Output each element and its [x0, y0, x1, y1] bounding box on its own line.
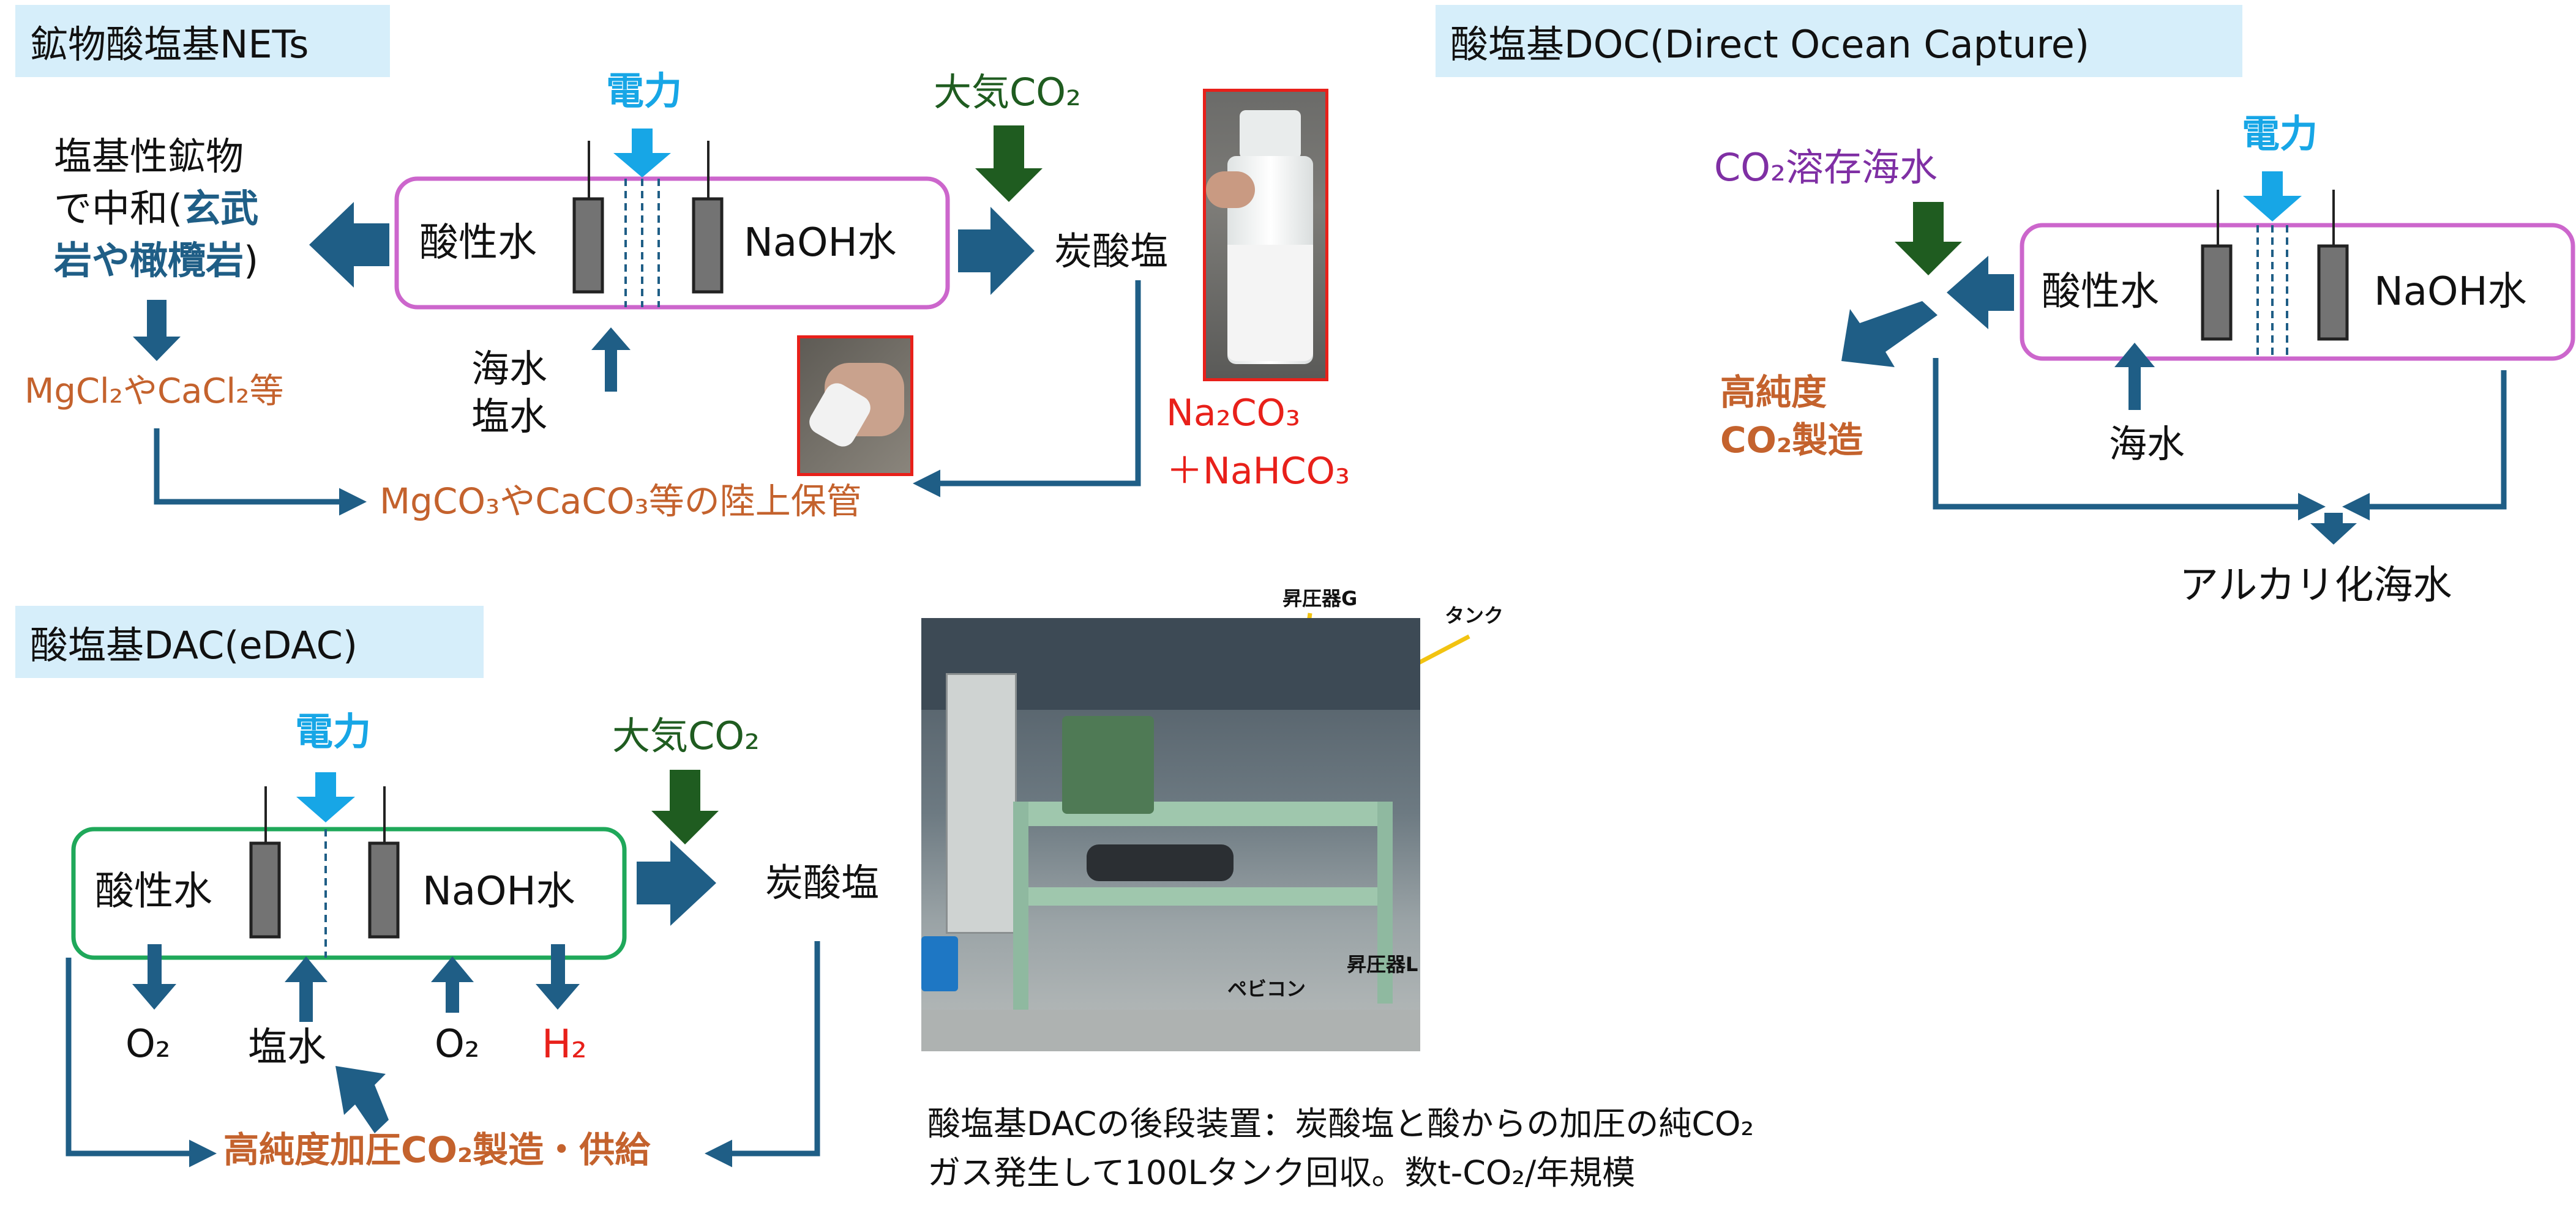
minerals-neutralize-line2b: 玄武 — [182, 186, 259, 231]
edac-o2-right-arrow — [431, 956, 474, 1013]
equipment-photo — [921, 618, 1420, 1051]
minerals-seawater-line1: 海水 — [471, 346, 548, 391]
doc-title-banner: 酸塩基DOC(Direct Ocean Capture) — [1436, 5, 2242, 77]
edac-power-arrow — [296, 772, 355, 822]
doc-seawater: 海水 — [2109, 422, 2185, 466]
edac-electrode-right — [368, 841, 400, 939]
minerals-carbonate: 炭酸塩 — [1054, 229, 1169, 274]
minerals-title: 鉱物酸塩基NETs — [30, 22, 309, 67]
edac-supply: 高純度加圧CO₂製造・供給 — [223, 1129, 651, 1171]
edac-cell — [71, 827, 627, 960]
edac-h2-arrow — [536, 944, 580, 1010]
minerals-seawater-arrow — [591, 327, 631, 392]
edac-carbonate: 炭酸塩 — [765, 860, 880, 905]
photo-label-booster-l: 昇圧器L — [1347, 953, 1418, 976]
minerals-atm-co2: 大気CO₂ — [934, 70, 1081, 114]
photo-label-tank: タンク — [1445, 604, 1504, 627]
photo-label-booster-g: 昇圧器G — [1282, 587, 1358, 610]
doc-title: 酸塩基DOC(Direct Ocean Capture) — [1450, 22, 2090, 67]
doc-highpurity-arrow — [1841, 301, 1938, 367]
edac-carbonate-arrow — [637, 840, 716, 926]
minerals-neutralize-arrow — [309, 202, 389, 288]
edac-naoh-water: NaOH水 — [422, 869, 575, 914]
edac-h2: H₂ — [542, 1022, 587, 1067]
photo-label-pebicon: ペビコン — [1227, 977, 1306, 1000]
edac-o2-right: O₂ — [435, 1021, 480, 1066]
doc-high-purity-line1: 高純度 — [1720, 371, 1827, 413]
edac-electrode-left — [249, 841, 281, 939]
edac-atm-co2: 大気CO₂ — [612, 713, 760, 758]
minerals-neutralize-line2a: で中和( — [54, 186, 183, 231]
photo-caption-line2: ガス発生して100Lタンク回収。数t-CO₂/年規模 — [927, 1153, 1636, 1192]
minerals-na2co3-line1: Na₂CO₃ — [1166, 392, 1300, 434]
powder-hand-photo — [797, 335, 913, 476]
photo-caption-line1: 酸塩基DACの後段装置：炭酸塩と酸からの加圧の純CO₂ — [927, 1105, 1754, 1143]
doc-acid-water: 酸性水 — [2042, 269, 2159, 315]
doc-naoh-water: NaOH水 — [2374, 269, 2527, 315]
minerals-storage: MgCO₃やCaCO₃等の陸上保管 — [380, 480, 862, 522]
minerals-co2-arrow — [975, 125, 1043, 202]
edac-acid-water: 酸性水 — [95, 869, 212, 914]
minerals-neutralize-line3b: ) — [244, 238, 259, 283]
edac-power-label: 電力 — [295, 709, 372, 754]
minerals-neutralize-line3: 岩や橄欖岩) — [54, 242, 258, 280]
edac-brine-arrow — [285, 956, 328, 1022]
doc-co2-arrow — [1895, 202, 1962, 275]
doc-cell — [2020, 223, 2575, 361]
edac-brine: 塩水 — [248, 1025, 326, 1070]
minerals-neutralize-line2: で中和(玄武 — [54, 190, 258, 228]
minerals-electrode-left — [572, 197, 604, 294]
minerals-neutralize-line1: 塩基性鉱物 — [54, 134, 244, 179]
doc-high-purity-line2: CO₂製造 — [1720, 419, 1863, 461]
powder-vial-photo — [1203, 89, 1328, 381]
edac-o2-left-arrow — [132, 944, 176, 1010]
doc-electrode-right — [2317, 244, 2349, 341]
edac-co2-arrow — [651, 770, 719, 844]
doc-acid-arrow — [1947, 256, 2014, 329]
edac-o2-left: O₂ — [125, 1021, 171, 1066]
edac-title: 酸塩基DAC(eDAC) — [30, 623, 358, 668]
minerals-title-banner: 鉱物酸塩基NETs — [15, 5, 390, 77]
minerals-carbonate-arrow — [958, 207, 1035, 295]
minerals-cell — [394, 176, 950, 310]
doc-power-label: 電力 — [2242, 111, 2318, 156]
minerals-neutralize-line3a: 岩や橄欖岩 — [54, 238, 244, 283]
minerals-seawater-line2: 塩水 — [471, 394, 548, 439]
edac-supply-to-brine-arrow — [335, 1066, 389, 1133]
minerals-power-arrow — [613, 129, 671, 177]
minerals-naoh-water: NaOH水 — [744, 220, 897, 266]
minerals-electrode-right — [692, 197, 724, 294]
doc-electrode-left — [2201, 244, 2233, 341]
edac-title-banner: 酸塩基DAC(eDAC) — [15, 606, 484, 678]
doc-power-arrow — [2243, 171, 2302, 222]
doc-alkaline-arrow — [2310, 513, 2357, 545]
minerals-chlorides: MgCl₂やCaCl₂等 — [24, 371, 284, 411]
doc-co2-seawater: CO₂溶存海水 — [1714, 145, 1938, 190]
doc-alkaline-seawater: アルカリ化海水 — [2179, 563, 2452, 608]
minerals-chloride-arrow — [133, 300, 181, 361]
minerals-acid-water: 酸性水 — [419, 220, 537, 266]
doc-seawater-arrow — [2114, 343, 2155, 410]
minerals-na2co3-line2: ＋NaHCO₃ — [1166, 450, 1350, 493]
minerals-power-label: 電力 — [606, 69, 683, 113]
